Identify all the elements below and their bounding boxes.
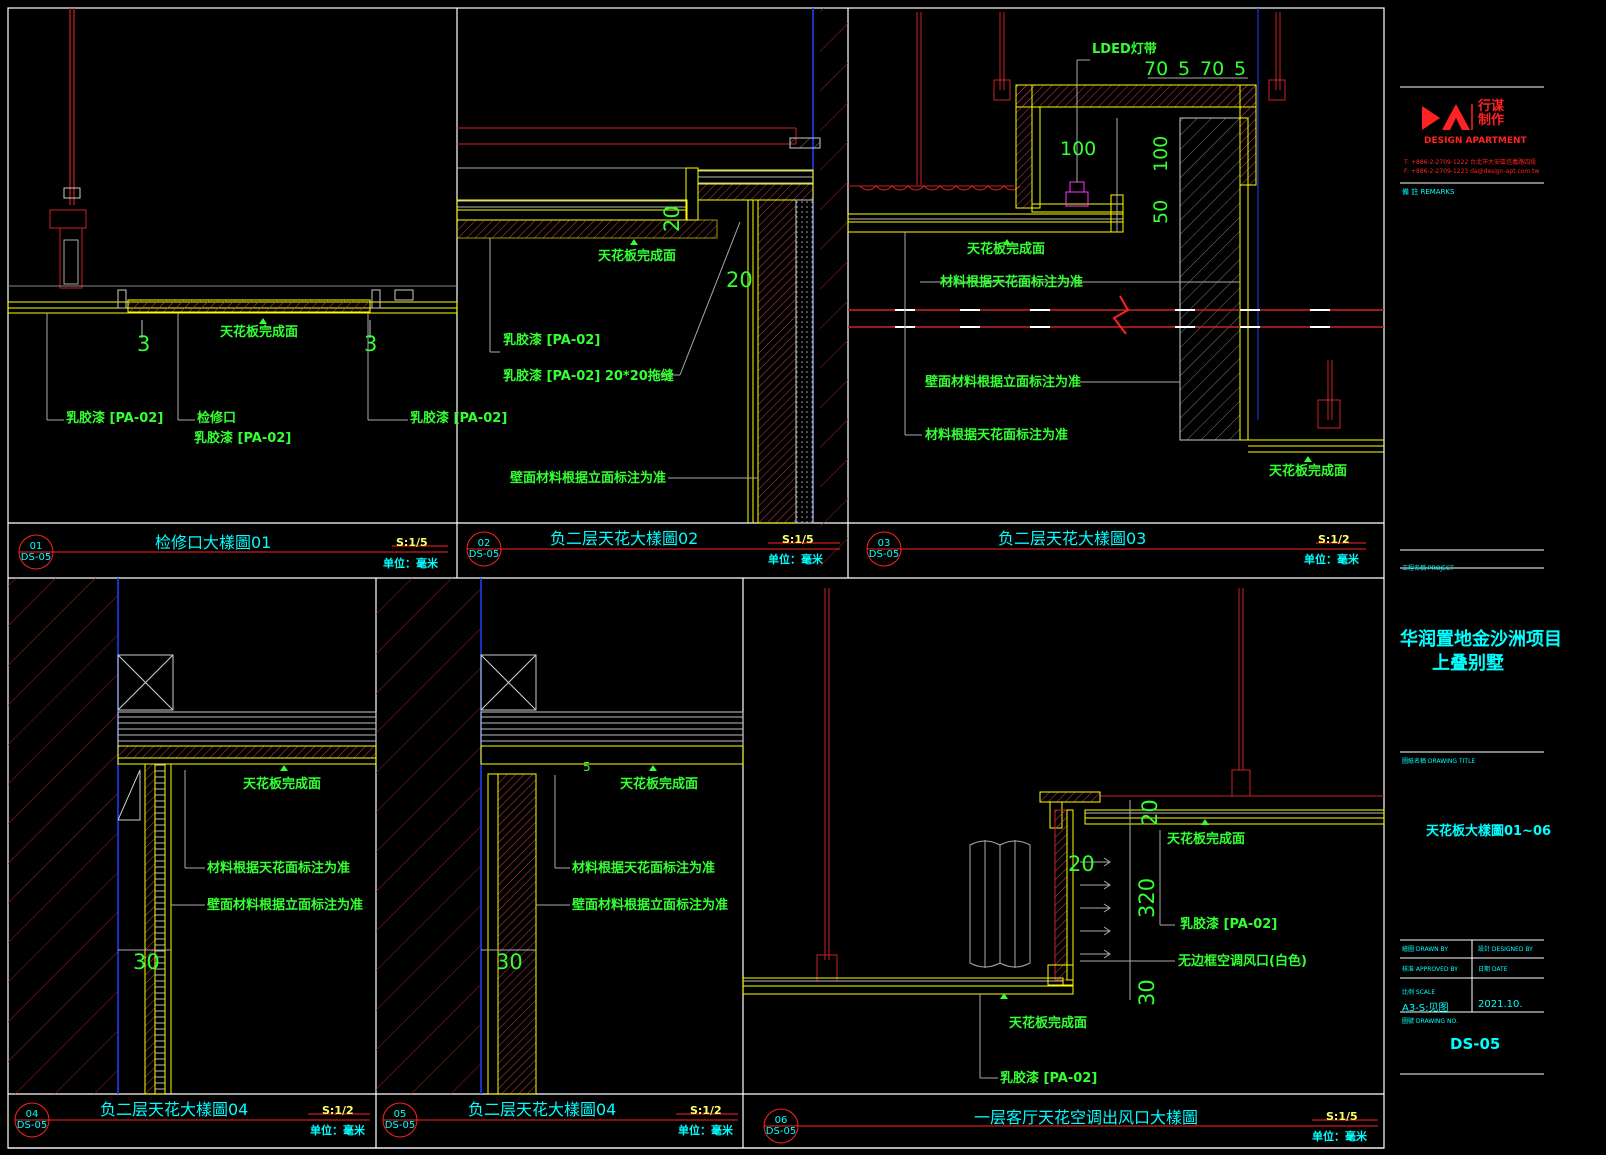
scale-label: 比例 SCALE xyxy=(1402,989,1436,996)
drawing-title: 天花板大樣圖01~06 xyxy=(1426,824,1552,839)
p6-ceiling-label-b: 天花板完成面 xyxy=(1009,1016,1088,1031)
p3-material-label-b: 材料根据天花面标注为准 xyxy=(925,428,1069,443)
p1-paint-left-label: 乳胶漆 [PA-02] xyxy=(66,411,164,426)
p3-dim-100-horizontal: 100 xyxy=(1060,138,1097,160)
p1-dim-left: 3 xyxy=(137,332,151,356)
p2-dim-vertical: 20 xyxy=(660,205,684,232)
p3-dim-50: 50 xyxy=(1150,199,1172,224)
p3-title: 负二层天花大樣圖03 xyxy=(998,529,1147,548)
p1-access-panel-label: 检修口 xyxy=(197,411,237,426)
p4-material-label: 材料根据天花面标注为准 xyxy=(207,861,351,876)
p3-ceiling-label-a: 天花板完成面 xyxy=(967,242,1046,257)
detail-06-drawing xyxy=(742,588,1385,1079)
p6-dim-30: 30 xyxy=(1135,979,1159,1006)
p6-unit: 单位：毫米 xyxy=(1312,1130,1367,1143)
p5-material-label: 材料根据天花面标注为准 xyxy=(572,861,716,876)
p3-dim-70a: 70 xyxy=(1144,58,1169,80)
p3-ceiling-label-b: 天花板完成面 xyxy=(1269,464,1348,479)
p1-access-paint-label: 乳胶漆 [PA-02] xyxy=(194,431,292,446)
p3-wall-label: 壁面材料根据立面标注为准 xyxy=(925,375,1082,390)
p6-dim-320: 320 xyxy=(1135,877,1159,918)
p6-vent-label: 无边框空调风口(白色) xyxy=(1178,954,1307,969)
logo-cn-text: 行谋 制作 xyxy=(1478,99,1505,128)
p4-dim-30: 30 xyxy=(133,950,160,974)
detail-03-drawing xyxy=(847,8,1384,462)
p3-led-label: LDED灯带 xyxy=(1092,42,1157,57)
date-label: 日期 DATE xyxy=(1478,966,1508,973)
p6-dim-20b: 20 xyxy=(1068,852,1095,876)
p2-wall-label: 壁面材料根据立面标注为准 xyxy=(510,471,667,486)
p6-dim-20a: 20 xyxy=(1138,799,1162,826)
p3-material-label-a: 材料根据天花面标注为准 xyxy=(940,275,1084,290)
p2-ceiling-label: 天花板完成面 xyxy=(598,249,677,264)
approved-by-label: 核准 APPROVED BY xyxy=(1402,966,1458,973)
p6-title: 一层客厅天花空调出风口大樣圖 xyxy=(974,1108,1199,1127)
p4-unit: 单位：毫米 xyxy=(310,1124,365,1137)
p5-title: 负二层天花大樣圖04 xyxy=(468,1100,617,1119)
p1-dim-right: 3 xyxy=(364,332,378,356)
sheet-frame xyxy=(7,7,1385,1149)
project-label: 工程名稱 PROJECT xyxy=(1402,565,1454,572)
p3-dim-100-vertical: 100 xyxy=(1150,135,1172,172)
scale-value: A3-S:见图 xyxy=(1402,1003,1449,1014)
p2-paint-label: 乳胶漆 [PA-02] xyxy=(503,333,601,348)
title-bar-graphics xyxy=(14,531,1378,1144)
p5-ceiling-label: 天花板完成面 xyxy=(620,777,699,792)
drawing-no-label: 圖號 DRAWING NO. xyxy=(1402,1018,1458,1025)
p5-dim-small: 5 xyxy=(583,760,591,774)
p1-unit: 单位：毫米 xyxy=(383,557,438,570)
p2-scale: S:1/5 xyxy=(782,533,814,546)
p1-paint-right-label: 乳胶漆 [PA-02] xyxy=(410,411,508,426)
date-value: 2021.10. xyxy=(1478,999,1523,1010)
detail-02-drawing xyxy=(456,8,848,578)
p4-ceiling-label: 天花板完成面 xyxy=(243,777,322,792)
p3-dim-5b: 5 xyxy=(1234,58,1247,80)
p2-title: 负二层天花大樣圖02 xyxy=(550,529,699,548)
p5-scale: S:1/2 xyxy=(690,1104,722,1117)
contact-line-1: T: +886-2-2709-1222 台北市大安區信義路四段 xyxy=(1404,159,1537,166)
project-name-line-1: 华润置地金沙洲项目 xyxy=(1400,629,1562,650)
contact-line-2: F: +886-2-2709-1223 da@design-apt.com.tw xyxy=(1404,168,1540,175)
p3-dim-5a: 5 xyxy=(1178,58,1191,80)
p3-dim-70b: 70 xyxy=(1200,58,1225,80)
designed-by-label: 設計 DESIGNED BY xyxy=(1478,946,1533,953)
p2-unit: 单位：毫米 xyxy=(768,553,823,566)
p5-unit: 单位：毫米 xyxy=(678,1124,733,1137)
p6-paint-label-a: 乳胶漆 [PA-02] xyxy=(1180,917,1278,932)
p1-title: 检修口大樣圖01 xyxy=(155,533,272,552)
p6-ceiling-label-a: 天花板完成面 xyxy=(1167,832,1246,847)
p6-scale: S:1/5 xyxy=(1326,1110,1358,1123)
title-block-lines xyxy=(1400,86,1544,1075)
p5-dim-30: 30 xyxy=(496,950,523,974)
p3-unit: 单位：毫米 xyxy=(1304,553,1359,566)
p6-paint-label-b: 乳胶漆 [PA-02] xyxy=(1000,1071,1098,1086)
drawn-by-label: 繪圖 DRAWN BY xyxy=(1402,946,1449,953)
remarks-label: 備 註 REMARKS xyxy=(1402,188,1455,196)
project-name-line-2: 上叠别墅 xyxy=(1432,653,1504,674)
p3-scale: S:1/2 xyxy=(1318,533,1350,546)
drawing-number: DS-05 xyxy=(1450,1035,1501,1053)
detail-05-drawing xyxy=(376,578,744,1095)
design-apartment-logo xyxy=(1422,104,1473,130)
p4-wall-label: 壁面材料根据立面标注为准 xyxy=(207,898,364,913)
p5-wall-label: 壁面材料根据立面标注为准 xyxy=(572,898,729,913)
logo-en-text: DESIGN APARTMENT xyxy=(1424,136,1527,146)
drawing-title-label: 圖紙名稱 DRAWING TITLE xyxy=(1402,758,1476,765)
p2-dim-horizontal: 20 xyxy=(726,268,753,292)
p4-scale: S:1/2 xyxy=(322,1104,354,1117)
p1-ceiling-label: 天花板完成面 xyxy=(220,325,299,340)
p4-title: 负二层天花大樣圖04 xyxy=(100,1100,249,1119)
p2-groove-label: 乳胶漆 [PA-02] 20*20拖缝 xyxy=(503,369,674,384)
p1-scale: S:1/5 xyxy=(396,536,428,549)
detail-01-drawing xyxy=(7,8,458,421)
detail-04-drawing xyxy=(8,578,377,1095)
